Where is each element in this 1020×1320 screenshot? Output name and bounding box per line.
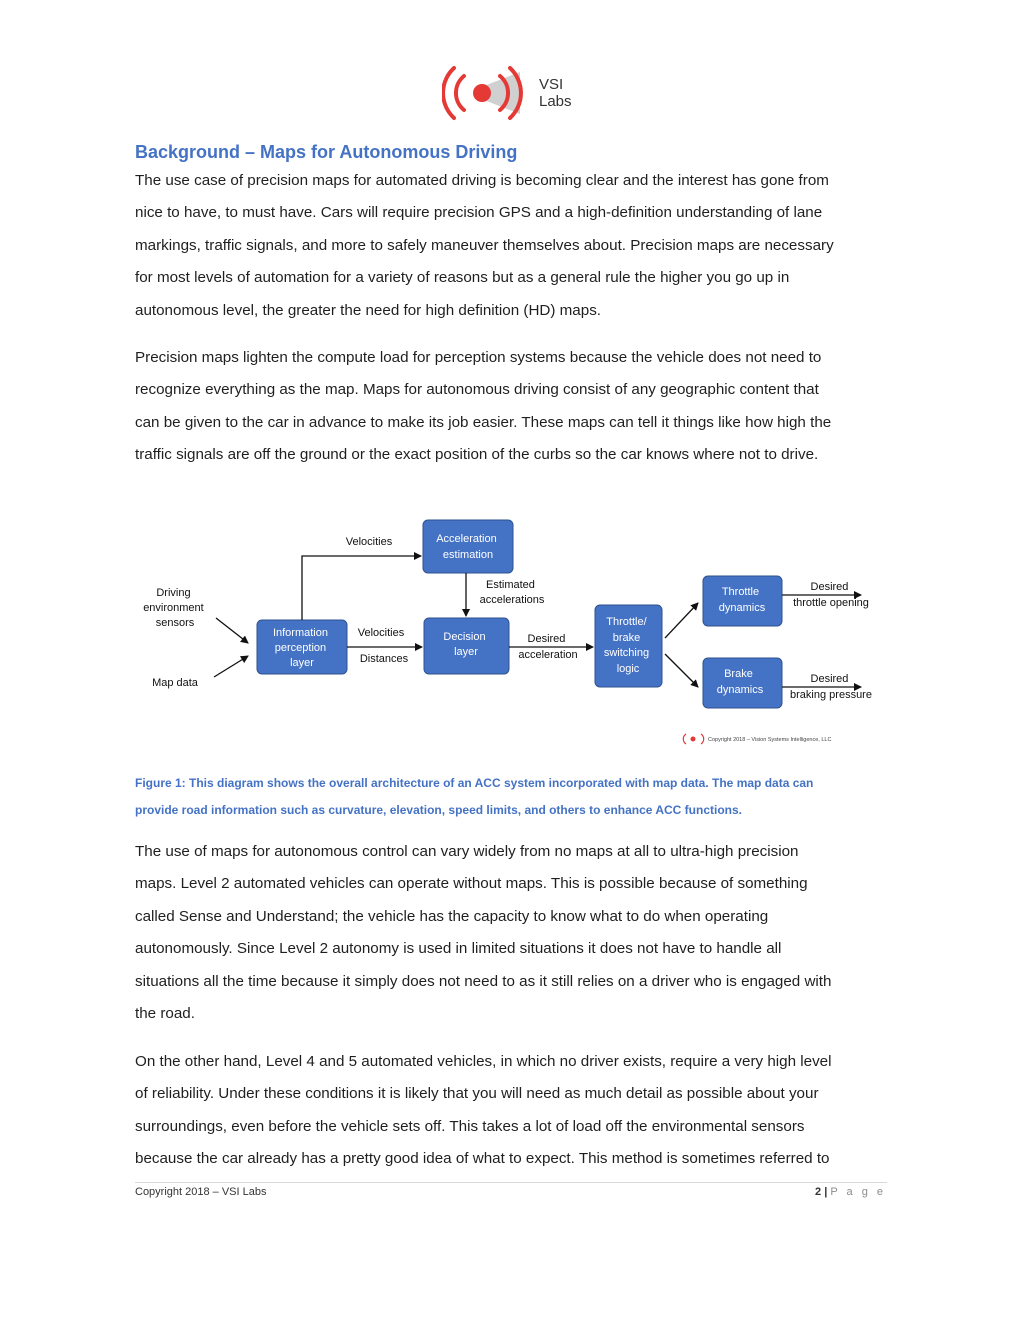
- paragraph-line: traffic signals are off the ground or th…: [135, 446, 819, 464]
- logo-wave-outer-right: [508, 66, 523, 120]
- logo-wordmark: VSI Labs: [539, 76, 572, 110]
- figure-caption: Figure 1: This diagram shows the overall…: [135, 770, 895, 824]
- arrow-map-to-info: [213, 655, 249, 678]
- paragraph-2: Precision maps lighten the compute load …: [135, 342, 895, 472]
- box-label-line: layer: [454, 646, 478, 658]
- edge-label-desired-braking: Desired braking pressure: [790, 673, 872, 701]
- logo-wave-outer-left: [442, 66, 456, 120]
- box-label-line: logic: [617, 663, 640, 675]
- paragraph-line: called Sense and Understand; the vehicle…: [135, 907, 769, 925]
- box-throttle-brake-switching: [594, 604, 663, 688]
- paragraph-line: of reliability. Under these conditions i…: [135, 1085, 819, 1103]
- copyright-dot-icon: [690, 736, 696, 742]
- edge-label-line: Desired: [811, 673, 849, 685]
- arrow-info-to-accel: [301, 552, 422, 620]
- box-label-line: dynamics: [719, 602, 766, 614]
- edge-label-distances: Distances: [360, 653, 409, 665]
- paragraph-line: autonomous level, the greater the need f…: [135, 301, 602, 319]
- edge-label-line: Desired: [528, 633, 566, 645]
- edge-label-line: Estimated: [486, 579, 535, 591]
- paragraph-line: The use case of precision maps for autom…: [135, 172, 829, 189]
- box-brake-dynamics: [702, 657, 783, 709]
- paragraph-line: Precision maps lighten the compute load …: [135, 349, 822, 366]
- box-label-line: Throttle: [722, 586, 759, 598]
- footer-divider: [135, 1182, 887, 1183]
- box-label-line: Information: [273, 627, 328, 639]
- paragraph-line: can be given to the car in advance to ma…: [135, 413, 832, 431]
- paragraph-line: situations all the time because it simpl…: [135, 972, 832, 990]
- input-label-map-data: Map data: [152, 677, 199, 689]
- edge-label-line: accelerations: [480, 594, 545, 606]
- acc-architecture-diagram: Driving environment sensors Map data Inf…: [143, 519, 872, 745]
- paragraph-line: markings, traffic signals, and more to s…: [135, 236, 834, 254]
- edge-label-line: acceleration: [518, 649, 577, 661]
- page-separator: |: [824, 1186, 828, 1198]
- edge-label-estimated-accelerations: Estimated accelerations: [480, 579, 545, 606]
- logo-line-1: VSI: [539, 76, 564, 93]
- paragraph-line: because the car already has a pretty goo…: [135, 1150, 830, 1168]
- input-label-line: Driving: [156, 587, 190, 599]
- box-brake-dynamics-label: Brake dynamics: [717, 668, 764, 696]
- box-throttle-dynamics-label: Throttle dynamics: [719, 586, 766, 614]
- box-label-line: brake: [613, 632, 641, 644]
- box-label-line: layer: [290, 657, 314, 669]
- logo-wave-inner-left: [453, 74, 466, 112]
- box-throttle-dynamics: [702, 575, 783, 627]
- paragraph-line: the road.: [135, 1005, 195, 1023]
- paragraph-line: The use of maps for autonomous control c…: [135, 843, 799, 860]
- edge-label-velocities-mid: Velocities: [358, 627, 405, 639]
- copyright-text: Copyright 2018 – Vision Systems Intellig…: [708, 737, 831, 743]
- arrow-switch-to-throttle: [664, 602, 699, 639]
- logo-line-2: Labs: [539, 93, 572, 110]
- edge-label-line: Desired: [811, 581, 849, 593]
- caption-line: Figure 1: This diagram shows the overall…: [135, 776, 814, 790]
- box-information-perception-label: Information perception layer: [273, 627, 331, 669]
- box-label-line: switching: [604, 647, 649, 659]
- box-label-line: perception: [275, 642, 326, 654]
- page-number: 2: [815, 1186, 822, 1198]
- paragraph-line: maps. Level 2 automated vehicles can ope…: [135, 875, 808, 893]
- edge-label-velocities-up: Velocities: [346, 536, 393, 548]
- paragraph-line: nice to have, to must have. Cars will re…: [135, 204, 823, 222]
- vsi-labs-logo: [442, 66, 523, 120]
- box-acceleration-estimation: [422, 519, 514, 574]
- edge-label-line: throttle opening: [793, 597, 869, 609]
- footer-copyright: Copyright 2018 – VSI Labs: [135, 1186, 267, 1198]
- footer-page-indicator: 2 | P a g e: [780, 1186, 886, 1198]
- box-acceleration-estimation-label: Acceleration estimation: [436, 533, 500, 561]
- box-label-line: Decision: [443, 631, 485, 643]
- input-label-line: environment: [143, 602, 204, 614]
- box-label-line: Brake: [724, 668, 753, 680]
- box-decision-layer-label: Decision layer: [443, 631, 488, 658]
- paragraph-line: surroundings, even before the vehicle se…: [135, 1117, 805, 1135]
- input-label-line: sensors: [156, 617, 195, 629]
- paragraph-line: recognize everything as the map. Maps fo…: [135, 381, 819, 399]
- diagram-copyright: Copyright 2018 – Vision Systems Intellig…: [682, 733, 831, 745]
- paragraph-3: The use of maps for autonomous control c…: [135, 836, 895, 1030]
- edge-label-desired-throttle: Desired throttle opening: [793, 581, 869, 609]
- paragraph-line: autonomously. Since Level 2 autonomy is …: [135, 940, 782, 958]
- edge-label-desired-acceleration: Desired acceleration: [518, 633, 577, 661]
- paragraph-line: for most levels of automation for a vari…: [135, 269, 790, 287]
- box-label-line: Throttle/: [606, 616, 647, 628]
- arrow-sensors-to-info: [215, 617, 249, 644]
- box-label-line: Acceleration: [436, 533, 497, 545]
- logo-dot: [473, 84, 491, 102]
- paragraph-line: On the other hand, Level 4 and 5 automat…: [135, 1053, 832, 1070]
- arrow-switch-to-brake: [664, 653, 699, 688]
- page-word: P a g e: [830, 1186, 886, 1198]
- box-label-line: estimation: [443, 549, 493, 561]
- copyright-wave-icon: [682, 733, 705, 745]
- box-throttle-brake-switching-label: Throttle/ brake switching logic: [604, 616, 652, 675]
- paragraph-1: The use case of precision maps for autom…: [135, 165, 895, 327]
- box-decision-layer: [423, 617, 510, 675]
- section-heading: Background – Maps for Autonomous Driving: [135, 142, 518, 162]
- paragraph-4: On the other hand, Level 4 and 5 automat…: [135, 1046, 895, 1176]
- caption-line: provide road information such as curvatu…: [135, 803, 743, 817]
- box-label-line: dynamics: [717, 684, 764, 696]
- edge-label-line: braking pressure: [790, 689, 872, 701]
- input-label-sensors: Driving environment sensors: [143, 587, 207, 629]
